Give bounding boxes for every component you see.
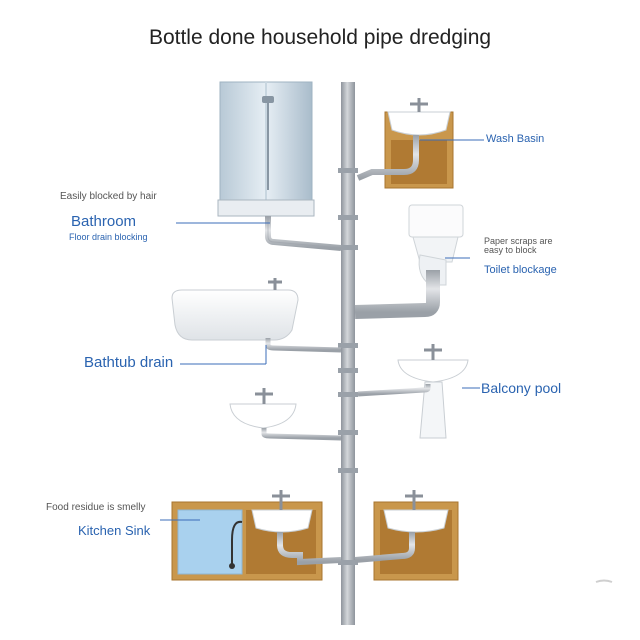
paper-scraps-note: Paper scraps are easy to block xyxy=(484,237,553,255)
faucet-icon xyxy=(272,490,290,510)
bathtub xyxy=(171,278,342,353)
faucet-icon xyxy=(424,344,442,360)
small-wall-basin xyxy=(229,388,342,441)
bathtub-drain-label: Bathtub drain xyxy=(84,354,174,371)
paper-scraps-line-2: easy to block xyxy=(484,245,537,255)
floor-drain-label: Floor drain blocking xyxy=(69,232,148,242)
page-title: Bottle done household pipe dredging xyxy=(148,26,492,49)
shower-icon xyxy=(262,96,274,103)
faucet-icon xyxy=(268,278,282,290)
kitchen-cabinet-left xyxy=(171,490,342,581)
wash-basin-cabinet xyxy=(356,98,454,189)
kitchen-sink-label: Kitchen Sink xyxy=(78,523,151,538)
pipe-collars xyxy=(338,168,358,565)
toilet xyxy=(354,204,464,319)
faucet-icon xyxy=(405,490,423,510)
toilet-blockage-label: Toilet blockage xyxy=(484,264,557,276)
main-stack-pipe xyxy=(341,82,355,625)
kitchen-cabinet-right xyxy=(354,490,459,581)
balcony-pedestal-basin xyxy=(357,344,469,439)
balcony-pool-label: Balcony pool xyxy=(481,380,562,396)
faucet-icon xyxy=(255,388,273,404)
faucet-icon xyxy=(410,98,428,112)
food-residue-note: Food residue is smelly xyxy=(46,502,146,513)
bathroom-label: Bathroom xyxy=(71,213,137,230)
paper-scraps-line-1: Paper scraps are xyxy=(484,236,553,246)
wash-basin-label: Wash Basin xyxy=(486,133,545,145)
shower-enclosure xyxy=(217,81,342,251)
bathroom-note: Easily blocked by hair xyxy=(60,191,157,202)
